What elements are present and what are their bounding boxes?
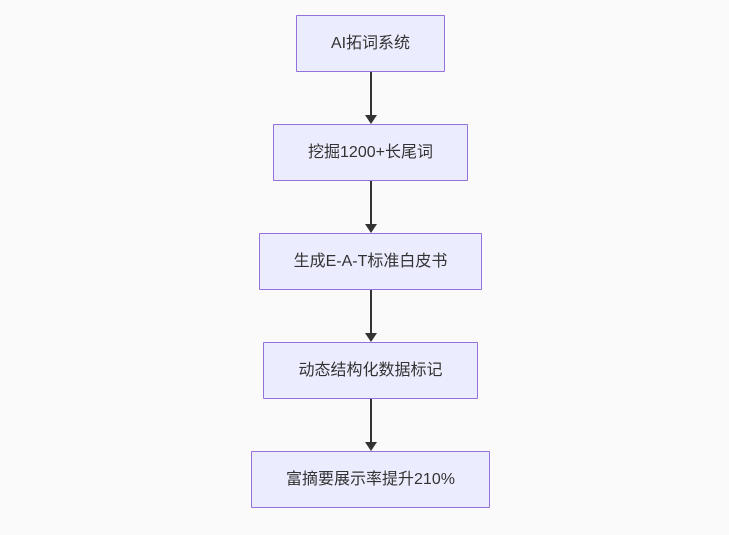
arrow-head-icon [364, 333, 377, 342]
arrow-head-icon [364, 115, 377, 124]
flow-node-structured-data: 动态结构化数据标记 [263, 342, 478, 399]
flow-arrow-3 [364, 290, 377, 342]
flow-node-label: 生成E-A-T标准白皮书 [293, 252, 448, 270]
arrow-line [369, 72, 372, 116]
flow-node-rich-snippet-result: 富摘要展示率提升210% [251, 451, 490, 508]
arrow-line [369, 399, 372, 443]
arrow-head-icon [364, 442, 377, 451]
flow-node-eat-whitepaper: 生成E-A-T标准白皮书 [258, 233, 483, 290]
flowchart: AI拓词系统 挖掘1200+长尾词 生成E-A-T标准白皮书 动态结构化数据标记 [6, 15, 729, 508]
flow-node-label: 富摘要展示率提升210% [286, 470, 455, 488]
flow-node-label: 动态结构化数据标记 [298, 361, 443, 379]
arrow-line [369, 181, 372, 225]
arrow-line [369, 290, 372, 334]
flow-arrow-1 [364, 72, 377, 124]
flow-arrow-2 [364, 181, 377, 233]
flow-node-ai-word-system: AI拓词系统 [295, 15, 446, 72]
flow-node-label: 挖掘1200+长尾词 [308, 143, 433, 161]
flow-arrow-4 [364, 399, 377, 451]
flow-node-label: AI拓词系统 [330, 34, 411, 52]
arrow-head-icon [364, 224, 377, 233]
flow-node-longtail-mining: 挖掘1200+长尾词 [273, 124, 468, 181]
